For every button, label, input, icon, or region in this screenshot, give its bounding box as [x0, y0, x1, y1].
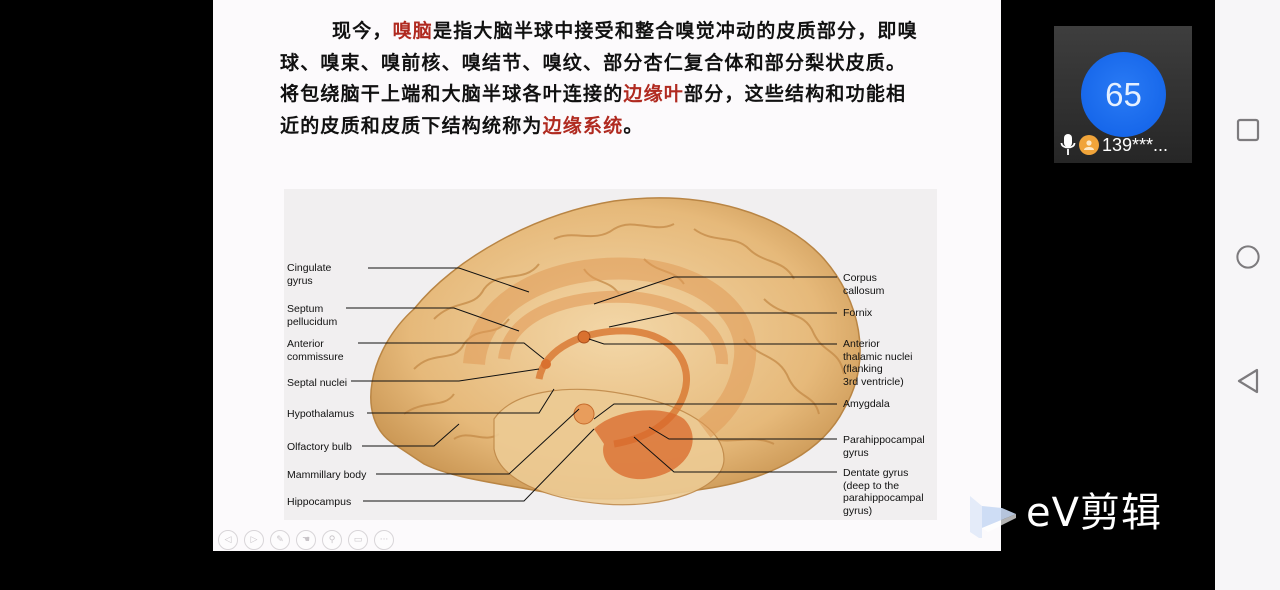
- microphone-icon: [1060, 134, 1076, 155]
- zoom-button[interactable]: ⚲: [322, 530, 342, 550]
- pointer-hand-icon: ☚: [301, 535, 311, 545]
- label-text: Hypothalamus: [287, 408, 355, 420]
- label-text: Amygdala: [843, 398, 890, 410]
- highlight-term-olfactory-brain: 嗅脑: [392, 20, 434, 42]
- label-text: Corpus callosum: [843, 272, 885, 297]
- label-mammillary-body: Mammillary body: [287, 469, 366, 482]
- label-hippocampus: Hippocampus: [287, 496, 351, 509]
- triangle-back-icon: [1237, 368, 1259, 394]
- label-olfactory-bulb: Olfactory bulb: [287, 441, 352, 454]
- label-text: Septal nuclei: [287, 377, 348, 389]
- label-dentate-gyrus: Dentate gyrus (deep to the parahippocamp…: [843, 467, 924, 517]
- label-septal-nuclei: Septal nuclei: [287, 377, 347, 390]
- watermark-text: eV剪辑: [1026, 490, 1162, 536]
- label-text: Hippocampus: [287, 496, 352, 508]
- screen-icon: ▭: [353, 535, 363, 545]
- avatar: 65: [1081, 52, 1166, 137]
- label-text: Anterior thalamic nuclei (flanking 3rd v…: [843, 338, 913, 388]
- label-text: Parahippocampal gyrus: [843, 434, 925, 459]
- highlight-term-limbic-lobe: 边缘叶: [623, 83, 685, 105]
- zoom-magnifier-icon: ⚲: [328, 535, 336, 545]
- label-hypothalamus: Hypothalamus: [287, 408, 354, 421]
- avatar-number: 65: [1105, 75, 1142, 113]
- system-navigation-bar: [1215, 0, 1280, 590]
- screen-button[interactable]: ▭: [348, 530, 368, 550]
- pointer-button[interactable]: ☚: [296, 530, 316, 550]
- pen-icon: ✎: [276, 535, 284, 545]
- presentation-slide: 现今，嗅脑是指大脑半球中接受和整合嗅觉冲动的皮质部分，即嗅球、嗅束、嗅前核、嗅结…: [213, 0, 1001, 551]
- pen-button[interactable]: ✎: [270, 530, 290, 550]
- label-fornix: Fornix: [843, 307, 872, 320]
- limbic-system-figure: Cingulate gyrus Septum pellucidum Anteri…: [284, 189, 937, 520]
- ev-editor-watermark: eV剪辑: [968, 488, 1162, 538]
- user-icon: [1079, 135, 1099, 155]
- prev-slide-button[interactable]: ◁: [218, 530, 238, 550]
- label-text: Septum pellucidum: [287, 303, 338, 328]
- slide-paragraph: 现今，嗅脑是指大脑半球中接受和整合嗅觉冲动的皮质部分，即嗅球、嗅束、嗅前核、嗅结…: [280, 16, 920, 142]
- label-corpus-callosum: Corpus callosum: [843, 272, 884, 297]
- label-anterior-commissure: Anterior commissure: [287, 338, 344, 363]
- participant-info: 139***...: [1060, 133, 1168, 157]
- label-text: Cingulate gyrus: [287, 262, 332, 287]
- label-septum-pellucidum: Septum pellucidum: [287, 303, 337, 328]
- label-text: Mammillary body: [287, 469, 367, 481]
- more-icon: ···: [379, 535, 389, 545]
- text-segment: 部分，这些结构和功能相近的皮质和皮质下结构统称为: [280, 83, 907, 137]
- text-segment: 。: [623, 114, 644, 137]
- slide-toolbar: ◁ ▷ ✎ ☚ ⚲ ▭ ···: [218, 530, 394, 550]
- label-text: Dentate gyrus (deep to the parahippocamp…: [843, 467, 924, 517]
- label-text: Fornix: [843, 307, 873, 319]
- participant-tile[interactable]: 65 139***...: [1054, 26, 1192, 163]
- next-slide-button[interactable]: ▷: [244, 530, 264, 550]
- more-button[interactable]: ···: [374, 530, 394, 550]
- back-button[interactable]: [1236, 368, 1260, 394]
- label-cingulate-gyrus: Cingulate gyrus: [287, 262, 331, 287]
- label-text: Anterior commissure: [287, 338, 344, 363]
- highlight-term-limbic-system: 边缘系统: [542, 114, 624, 137]
- text-segment: 是指大脑半球中接受和整合嗅觉冲动的皮质部分，即嗅球、嗅束、嗅前核、嗅结节、嗅纹、…: [280, 20, 918, 105]
- ev-logo-icon: [970, 496, 1016, 538]
- label-parahippocampal-gyrus: Parahippocampal gyrus: [843, 434, 925, 459]
- label-anterior-thalamic-nuclei: Anterior thalamic nuclei (flanking 3rd v…: [843, 338, 912, 388]
- label-amygdala: Amygdala: [843, 398, 890, 411]
- prev-slide-icon: ◁: [224, 535, 232, 545]
- participant-name: 139***...: [1102, 134, 1169, 155]
- square-recents-icon: [1236, 118, 1260, 142]
- brain-illustration: [346, 197, 861, 506]
- next-slide-icon: ▷: [250, 535, 258, 545]
- recents-button[interactable]: [1236, 118, 1260, 142]
- text-segment: 现今，: [332, 20, 393, 42]
- label-text: Olfactory bulb: [287, 441, 352, 453]
- circle-home-icon: [1236, 245, 1260, 269]
- home-button[interactable]: [1236, 245, 1260, 269]
